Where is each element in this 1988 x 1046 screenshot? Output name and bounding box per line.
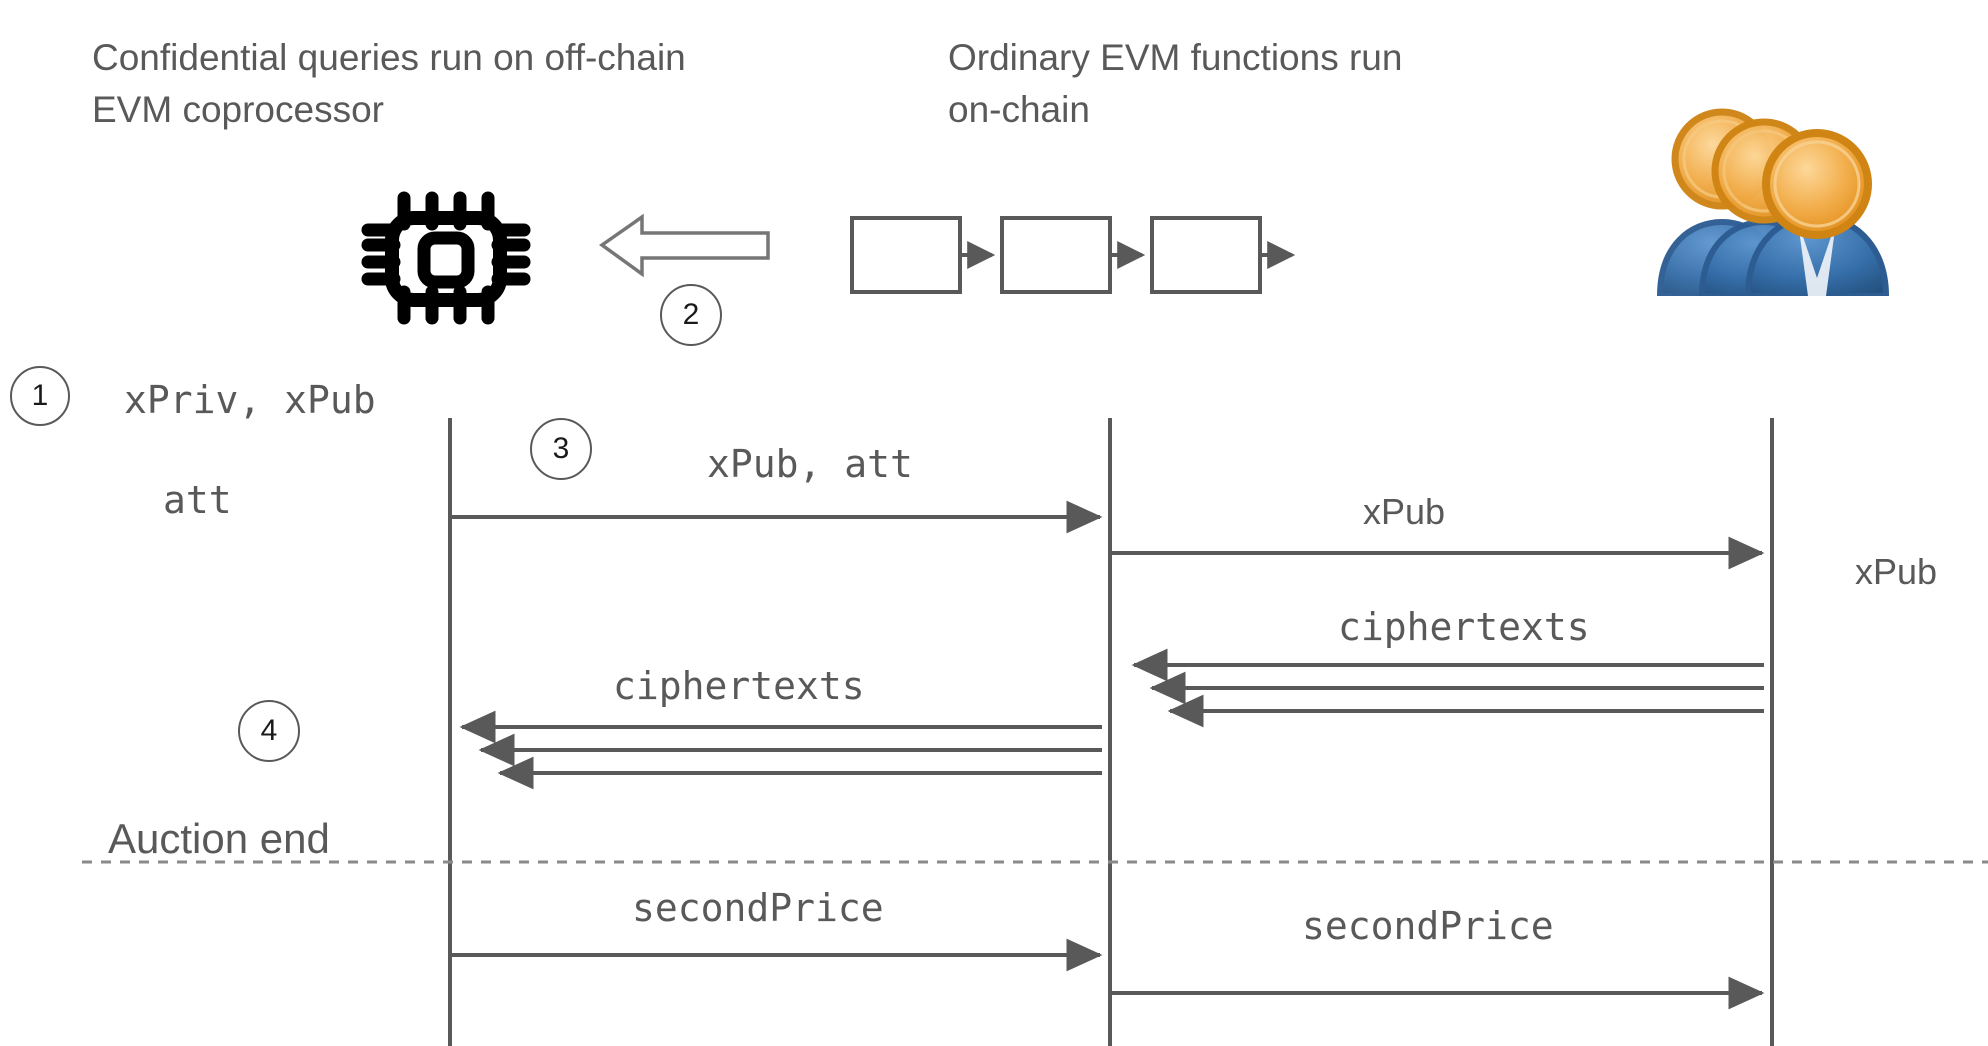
- label-second-price-left: secondPrice: [632, 886, 884, 930]
- message-ciphertexts-left: [459, 710, 1102, 790]
- label-ciphertexts-left: ciphertexts: [613, 664, 865, 708]
- label-xpub-right: xPub: [1855, 551, 1938, 592]
- label-attestation: att: [163, 478, 232, 522]
- users-group-icon: [1646, 96, 1906, 299]
- label-keypair: xPriv, xPub: [124, 378, 376, 422]
- header-coprocessor: Confidential queries run on off-chain EV…: [92, 37, 686, 130]
- block-3: [1150, 216, 1262, 294]
- block-1: [850, 216, 962, 294]
- step-circle-4[interactable]: 4: [238, 700, 300, 762]
- step-circle-2[interactable]: 2: [660, 284, 722, 346]
- label-ciphertexts-right: ciphertexts: [1338, 605, 1590, 649]
- block-2: [1000, 216, 1112, 294]
- step-circle-1[interactable]: 1: [10, 366, 70, 426]
- label-auction-end: Auction end: [108, 815, 330, 862]
- step-circle-3[interactable]: 3: [530, 418, 592, 480]
- header-onchain: Ordinary EVM functions run on-chain: [948, 37, 1403, 130]
- label-xpub-mid: xPub: [1363, 491, 1446, 532]
- label-second-price-right: secondPrice: [1302, 904, 1554, 948]
- label-xpub-att: xPub, att: [707, 442, 913, 486]
- message-ciphertexts-right: [1131, 648, 1764, 728]
